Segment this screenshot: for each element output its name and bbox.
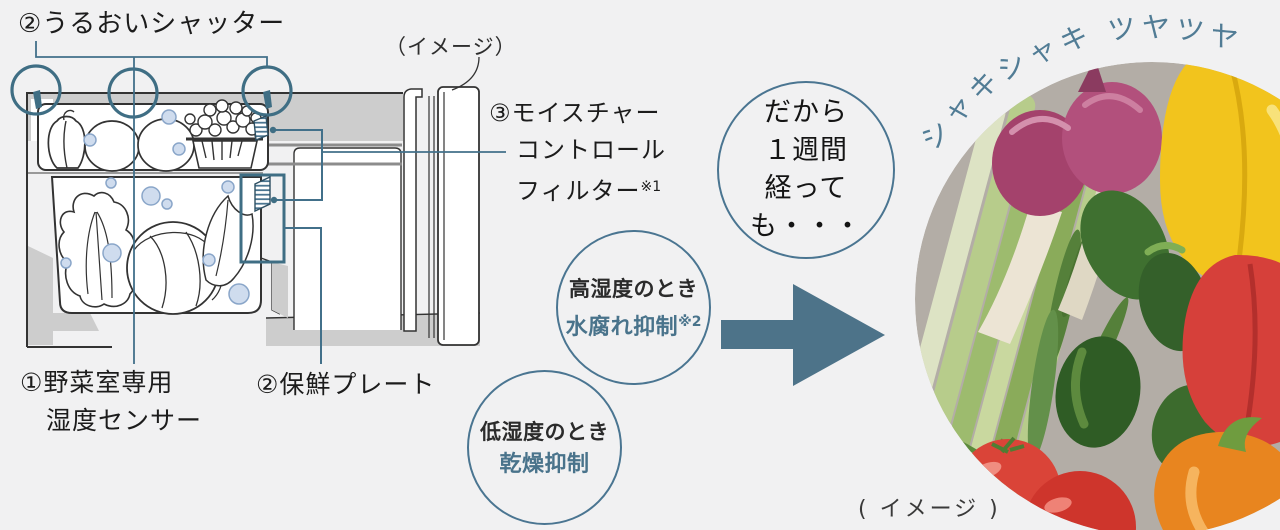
- image-note-top: （イメージ）: [385, 35, 517, 59]
- high-humidity-title: 高湿度のとき: [569, 276, 698, 301]
- filter-label-line3: フィルター※1: [516, 177, 662, 205]
- shutter-flap-right: [263, 90, 272, 109]
- filter-plate-upper: [253, 114, 269, 142]
- cavity-outline: [26, 92, 403, 347]
- cabbage-head-drawing: [84, 120, 140, 172]
- vegetables-photo: シャキシャキ ツヤツヤ: [914, 11, 1280, 530]
- low-humidity-effect: 乾燥抑制: [499, 451, 590, 477]
- right-arrow-icon: [721, 284, 885, 386]
- label-moisture-shutter: ②うるおいシャッター: [18, 9, 286, 39]
- low-humidity-bubble: 低湿度のとき 乾燥抑制: [467, 370, 622, 525]
- sensor-label-line2: 湿度センサー: [46, 406, 203, 435]
- shutter-flap-left: [33, 90, 42, 109]
- moisture-dots: [60, 109, 250, 305]
- label-moisture-control-filter: ③モイスチャー コントロール フィルター※1: [489, 95, 666, 210]
- result-line3: 経っても・・・: [750, 173, 862, 242]
- bell-pepper-drawing: [47, 115, 86, 169]
- shutter-highlight-circles: [10, 64, 293, 119]
- filter-footnote-mark: ※1: [640, 179, 662, 195]
- mushroom-basket-drawing: [184, 99, 264, 169]
- result-line2: １週間: [764, 135, 848, 166]
- low-humidity-title: 低湿度のとき: [480, 419, 609, 444]
- image-note-pointer-line: [451, 56, 480, 91]
- plate-highlight-box: [239, 173, 286, 264]
- label-humidity-sensor: ①野菜室専用 湿度センサー: [20, 364, 202, 440]
- label-preservation-plate: ②保鮮プレート: [256, 370, 436, 399]
- high-humidity-bubble: 高湿度のとき 水腐れ抑制※2: [556, 230, 711, 385]
- lettuce-head-drawing: [137, 118, 195, 172]
- drawer-front-panel: [293, 147, 402, 330]
- high-humidity-footnote-mark: ※2: [678, 313, 702, 330]
- high-humidity-effect: 水腐れ抑制※2: [565, 313, 702, 340]
- filter-label-line1: ③モイスチャー: [489, 99, 661, 127]
- leader-lines: [35, 41, 506, 364]
- result-line1: だから: [764, 97, 848, 128]
- door-liner: [403, 88, 423, 332]
- filter-label-line2: コントロール: [516, 136, 666, 164]
- image-note-bottom: ( イメージ ): [858, 497, 1001, 522]
- fridge-drawer-illustration: [10, 41, 506, 364]
- result-bubble: だから １週間 経っても・・・: [717, 81, 895, 259]
- filter-plate-lower: [254, 175, 271, 213]
- cavity-left-wedge: [28, 246, 53, 345]
- sensor-label-line1: ①野菜室専用: [20, 368, 174, 397]
